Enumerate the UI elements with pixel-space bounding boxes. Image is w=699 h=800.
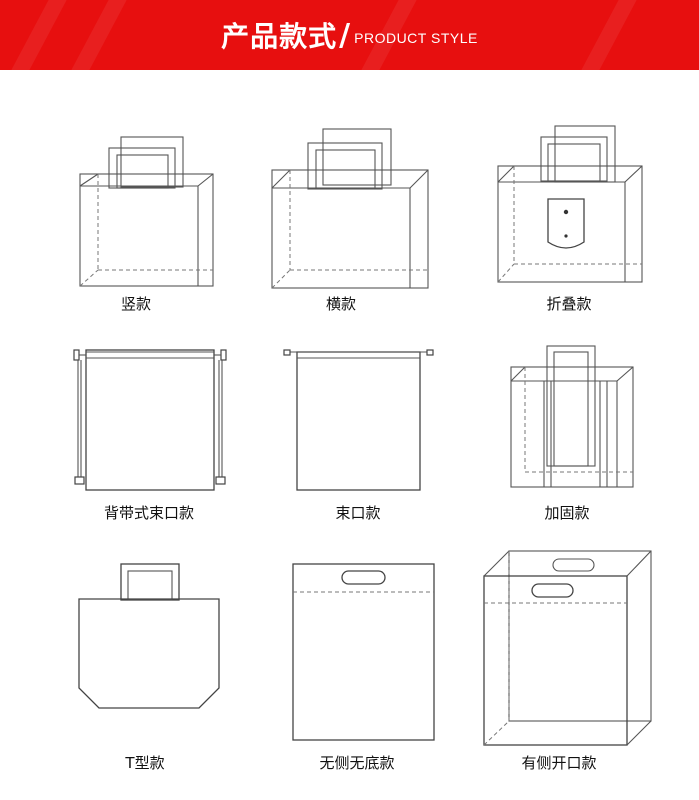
bag-edge	[79, 173, 99, 187]
bag-edge	[626, 720, 652, 746]
cord-end	[426, 349, 434, 356]
bag-edge	[197, 173, 214, 187]
style-label: 背带式束口款	[103, 504, 195, 522]
bag-edge	[626, 550, 652, 577]
die-cut-handle-back	[552, 558, 595, 572]
page-title: 产品款式 / PRODUCT STYLE	[0, 0, 699, 70]
bag-edge	[483, 550, 510, 577]
title-slash: /	[339, 17, 351, 53]
cord-end	[283, 349, 291, 356]
style-label: 竖款	[120, 295, 152, 313]
bag-back-panel	[79, 173, 214, 287]
style-label: 束口款	[335, 504, 381, 522]
bag-edge	[271, 169, 291, 189]
snap-button-icon	[563, 209, 569, 215]
snap-button-icon	[564, 234, 568, 238]
style-label: 有侧开口款	[521, 754, 597, 772]
bag-back-panel	[271, 169, 429, 289]
bag-hidden-edge	[271, 269, 291, 289]
handle-front-inner	[547, 143, 601, 182]
bag-front-panel	[483, 575, 628, 746]
handle-back	[120, 136, 184, 188]
style-label: 横款	[325, 295, 357, 313]
bag-edge	[616, 366, 634, 382]
style-label: T型款	[125, 754, 165, 772]
bag-edge	[409, 169, 429, 189]
header-banner: 产品款式 / PRODUCT STYLE	[0, 0, 699, 70]
bag-edge	[624, 165, 643, 183]
die-cut-handle	[341, 570, 386, 585]
die-cut-handle-front	[531, 583, 574, 598]
style-label: 加固款	[544, 504, 590, 522]
fold-pocket	[547, 198, 585, 249]
strap-grommet	[74, 476, 85, 485]
title-english: PRODUCT STYLE	[354, 30, 478, 46]
bag-edge	[510, 366, 526, 382]
bag-body	[85, 349, 215, 491]
handle-front-inner	[116, 154, 169, 189]
title-chinese: 产品款式	[221, 20, 338, 53]
handle-front	[307, 142, 383, 190]
strap-grommet	[215, 476, 226, 485]
style-label: 折叠款	[546, 295, 592, 313]
bag-back-panel	[497, 165, 643, 283]
banner-background	[0, 0, 699, 70]
bag-body	[292, 563, 435, 741]
handle-inner	[127, 570, 173, 601]
handle-back	[322, 128, 392, 186]
bag-hidden-edge	[483, 720, 510, 746]
style-label: 无侧无底款	[319, 754, 395, 772]
bag-edge	[497, 165, 515, 183]
bag-body	[78, 598, 220, 709]
handle-back-inner	[553, 351, 589, 467]
